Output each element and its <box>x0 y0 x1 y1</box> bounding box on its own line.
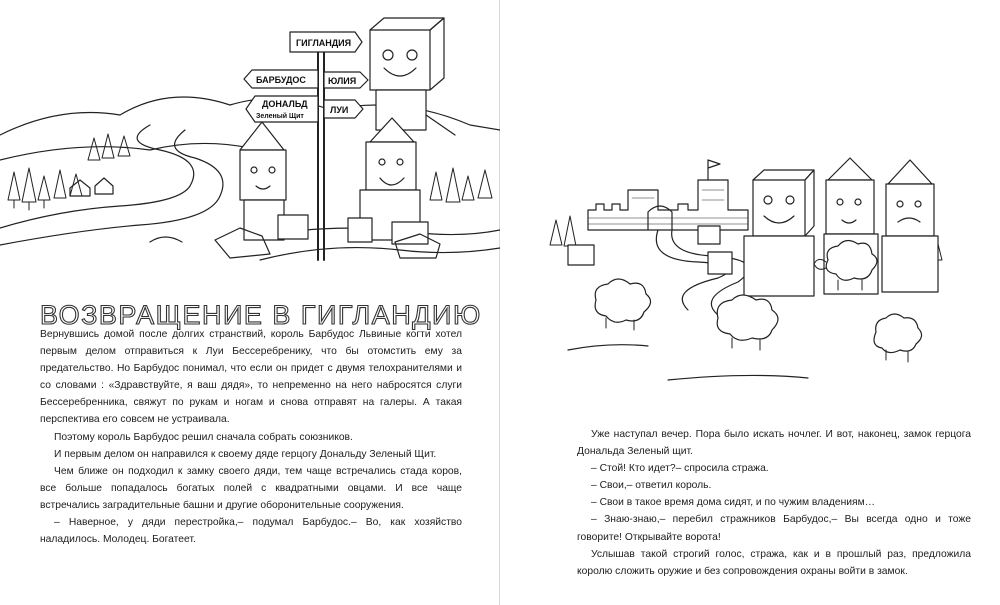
sign-lui: ЛУИ <box>330 105 348 115</box>
sign-yuliya: ЮЛИЯ <box>328 76 356 86</box>
paragraph: – Свои,– ответил король. <box>591 480 712 492</box>
paragraph: Вернувшись домой после долгих странствий… <box>40 329 462 426</box>
paragraph: Чем ближе он подходил к замку своего дяд… <box>40 465 462 511</box>
chapter-title: ВОЗВРАЩЕНИЕ В ГИГЛАНДИЮ <box>39 300 482 331</box>
sign-barbudos: БАРБУДОС <box>256 75 306 85</box>
sign-giglandia: ГИГЛАНДИЯ <box>296 38 351 48</box>
paragraph: – Знаю-знаю,– перебил стражников Барбудо… <box>577 514 971 543</box>
paragraph: – Наверное, у дяди перестройка,– подумал… <box>40 517 462 546</box>
illustration-castle-sheep <box>548 150 948 420</box>
paragraph: Поэтому король Барбудос решил сначала со… <box>54 431 353 443</box>
paragraph: Услышав такой строгий голос, стража, как… <box>577 548 971 577</box>
paragraph: И первым делом он направился к своему дя… <box>54 448 437 460</box>
paragraph: Уже наступал вечер. Пора было искать ноч… <box>577 429 971 458</box>
paragraph: – Стой! Кто идет?– спросила стража. <box>591 463 769 475</box>
illustration-road-signpost: ГИГЛАНДИЯ БАРБУДОС ЮЛИЯ ДОНАЛЬД Зеленый … <box>0 10 500 272</box>
paragraph: – Свои в такое время дома сидят, и по чу… <box>591 497 876 509</box>
left-page: ГИГЛАНДИЯ БАРБУДОС ЮЛИЯ ДОНАЛЬД Зеленый … <box>0 0 500 605</box>
right-page-text: Уже наступал вечер. Пора было искать ноч… <box>577 426 971 580</box>
left-page-text: Вернувшись домой после долгих странствий… <box>40 326 462 548</box>
sign-green-shield: Зеленый Щит <box>256 112 304 120</box>
sign-donald: ДОНАЛЬД <box>262 99 308 109</box>
